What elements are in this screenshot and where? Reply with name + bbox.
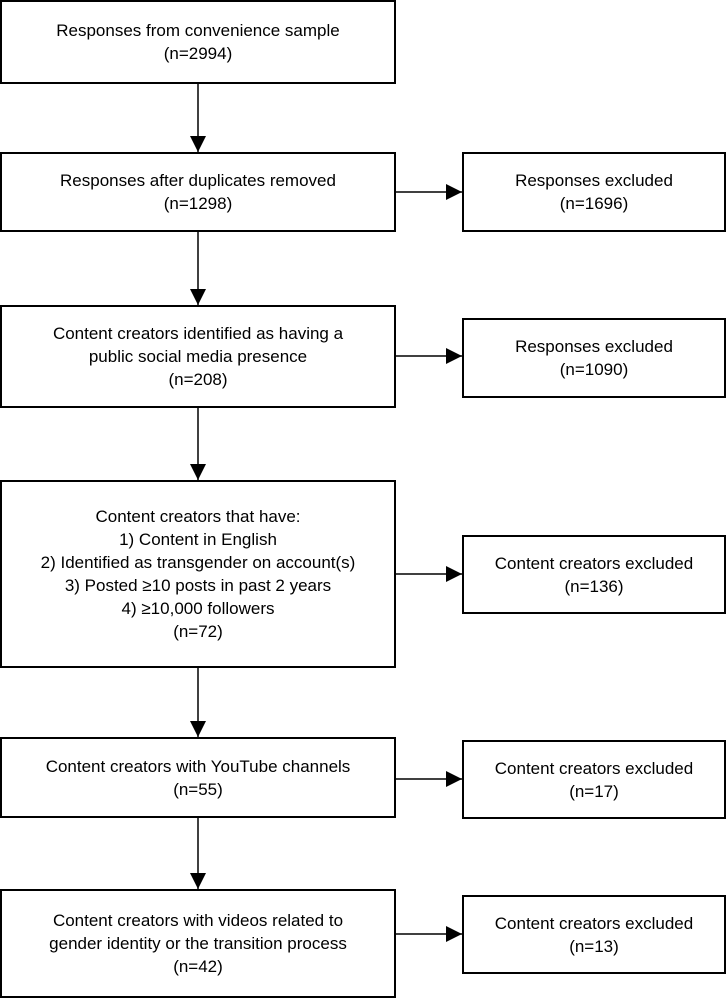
step-4-criterion-4: 4) ≥10,000 followers <box>121 599 275 618</box>
step-6-label-line-2: gender identity or the transition proces… <box>49 934 347 953</box>
step-box-convenience-sample: Responses from convenience sample (n=299… <box>0 0 396 84</box>
exclusion-3-count: (n=136) <box>564 576 624 596</box>
step-1-label: Responses from convenience sample <box>56 21 340 40</box>
exclusion-2-label: Responses excluded <box>515 337 673 356</box>
exclusion-box-4: Content creators excluded (n=17) <box>462 740 726 819</box>
step-box-duplicates-removed: Responses after duplicates removed (n=12… <box>0 152 396 232</box>
step-5-count: (n=55) <box>173 779 223 799</box>
step-box-criteria: Content creators that have: 1) Content i… <box>0 480 396 668</box>
step-6-count: (n=42) <box>173 957 223 976</box>
step-4-criterion-3: 3) Posted ≥10 posts in past 2 years <box>64 576 332 595</box>
step-1-count: (n=2994) <box>163 44 233 63</box>
horizontal-arrows <box>396 184 462 942</box>
exclusion-3-label: Content creators excluded <box>494 553 694 573</box>
step-4-criterion-1: 1) Content in English <box>119 530 277 549</box>
step-6-label-line-1: Content creators with videos related to <box>52 911 344 930</box>
step-3-label-line-1: Content creators identified as having a <box>52 324 344 343</box>
step-4-criterion-2: 2) Identified as transgender on account(… <box>40 553 356 572</box>
step-2-count: (n=1298) <box>163 194 233 213</box>
exclusion-5-count: (n=13) <box>569 936 619 956</box>
vertical-arrows <box>190 84 206 889</box>
exclusion-box-2: Responses excluded (n=1090) <box>462 318 726 398</box>
exclusion-4-count: (n=17) <box>569 781 619 801</box>
step-4-heading: Content creators that have: <box>95 507 301 526</box>
step-2-label: Responses after duplicates removed <box>60 171 336 190</box>
exclusion-1-label: Responses excluded <box>515 171 673 190</box>
exclusion-box-1: Responses excluded (n=1696) <box>462 152 726 232</box>
step-3-label-line-2: public social media presence <box>88 347 308 366</box>
exclusion-4-label: Content creators excluded <box>494 758 694 778</box>
exclusion-box-3: Content creators excluded (n=136) <box>462 535 726 614</box>
step-box-youtube-channels: Content creators with YouTube channels (… <box>0 737 396 818</box>
step-5-label: Content creators with YouTube channels <box>45 756 351 776</box>
step-box-related-videos: Content creators with videos related to … <box>0 889 396 998</box>
exclusion-5-label: Content creators excluded <box>494 913 694 933</box>
step-4-count: (n=72) <box>173 622 223 641</box>
exclusion-box-5: Content creators excluded (n=13) <box>462 895 726 974</box>
step-3-count: (n=208) <box>168 370 228 389</box>
exclusion-1-count: (n=1696) <box>559 194 629 213</box>
step-box-public-presence: Content creators identified as having a … <box>0 305 396 408</box>
exclusion-2-count: (n=1090) <box>559 360 629 379</box>
